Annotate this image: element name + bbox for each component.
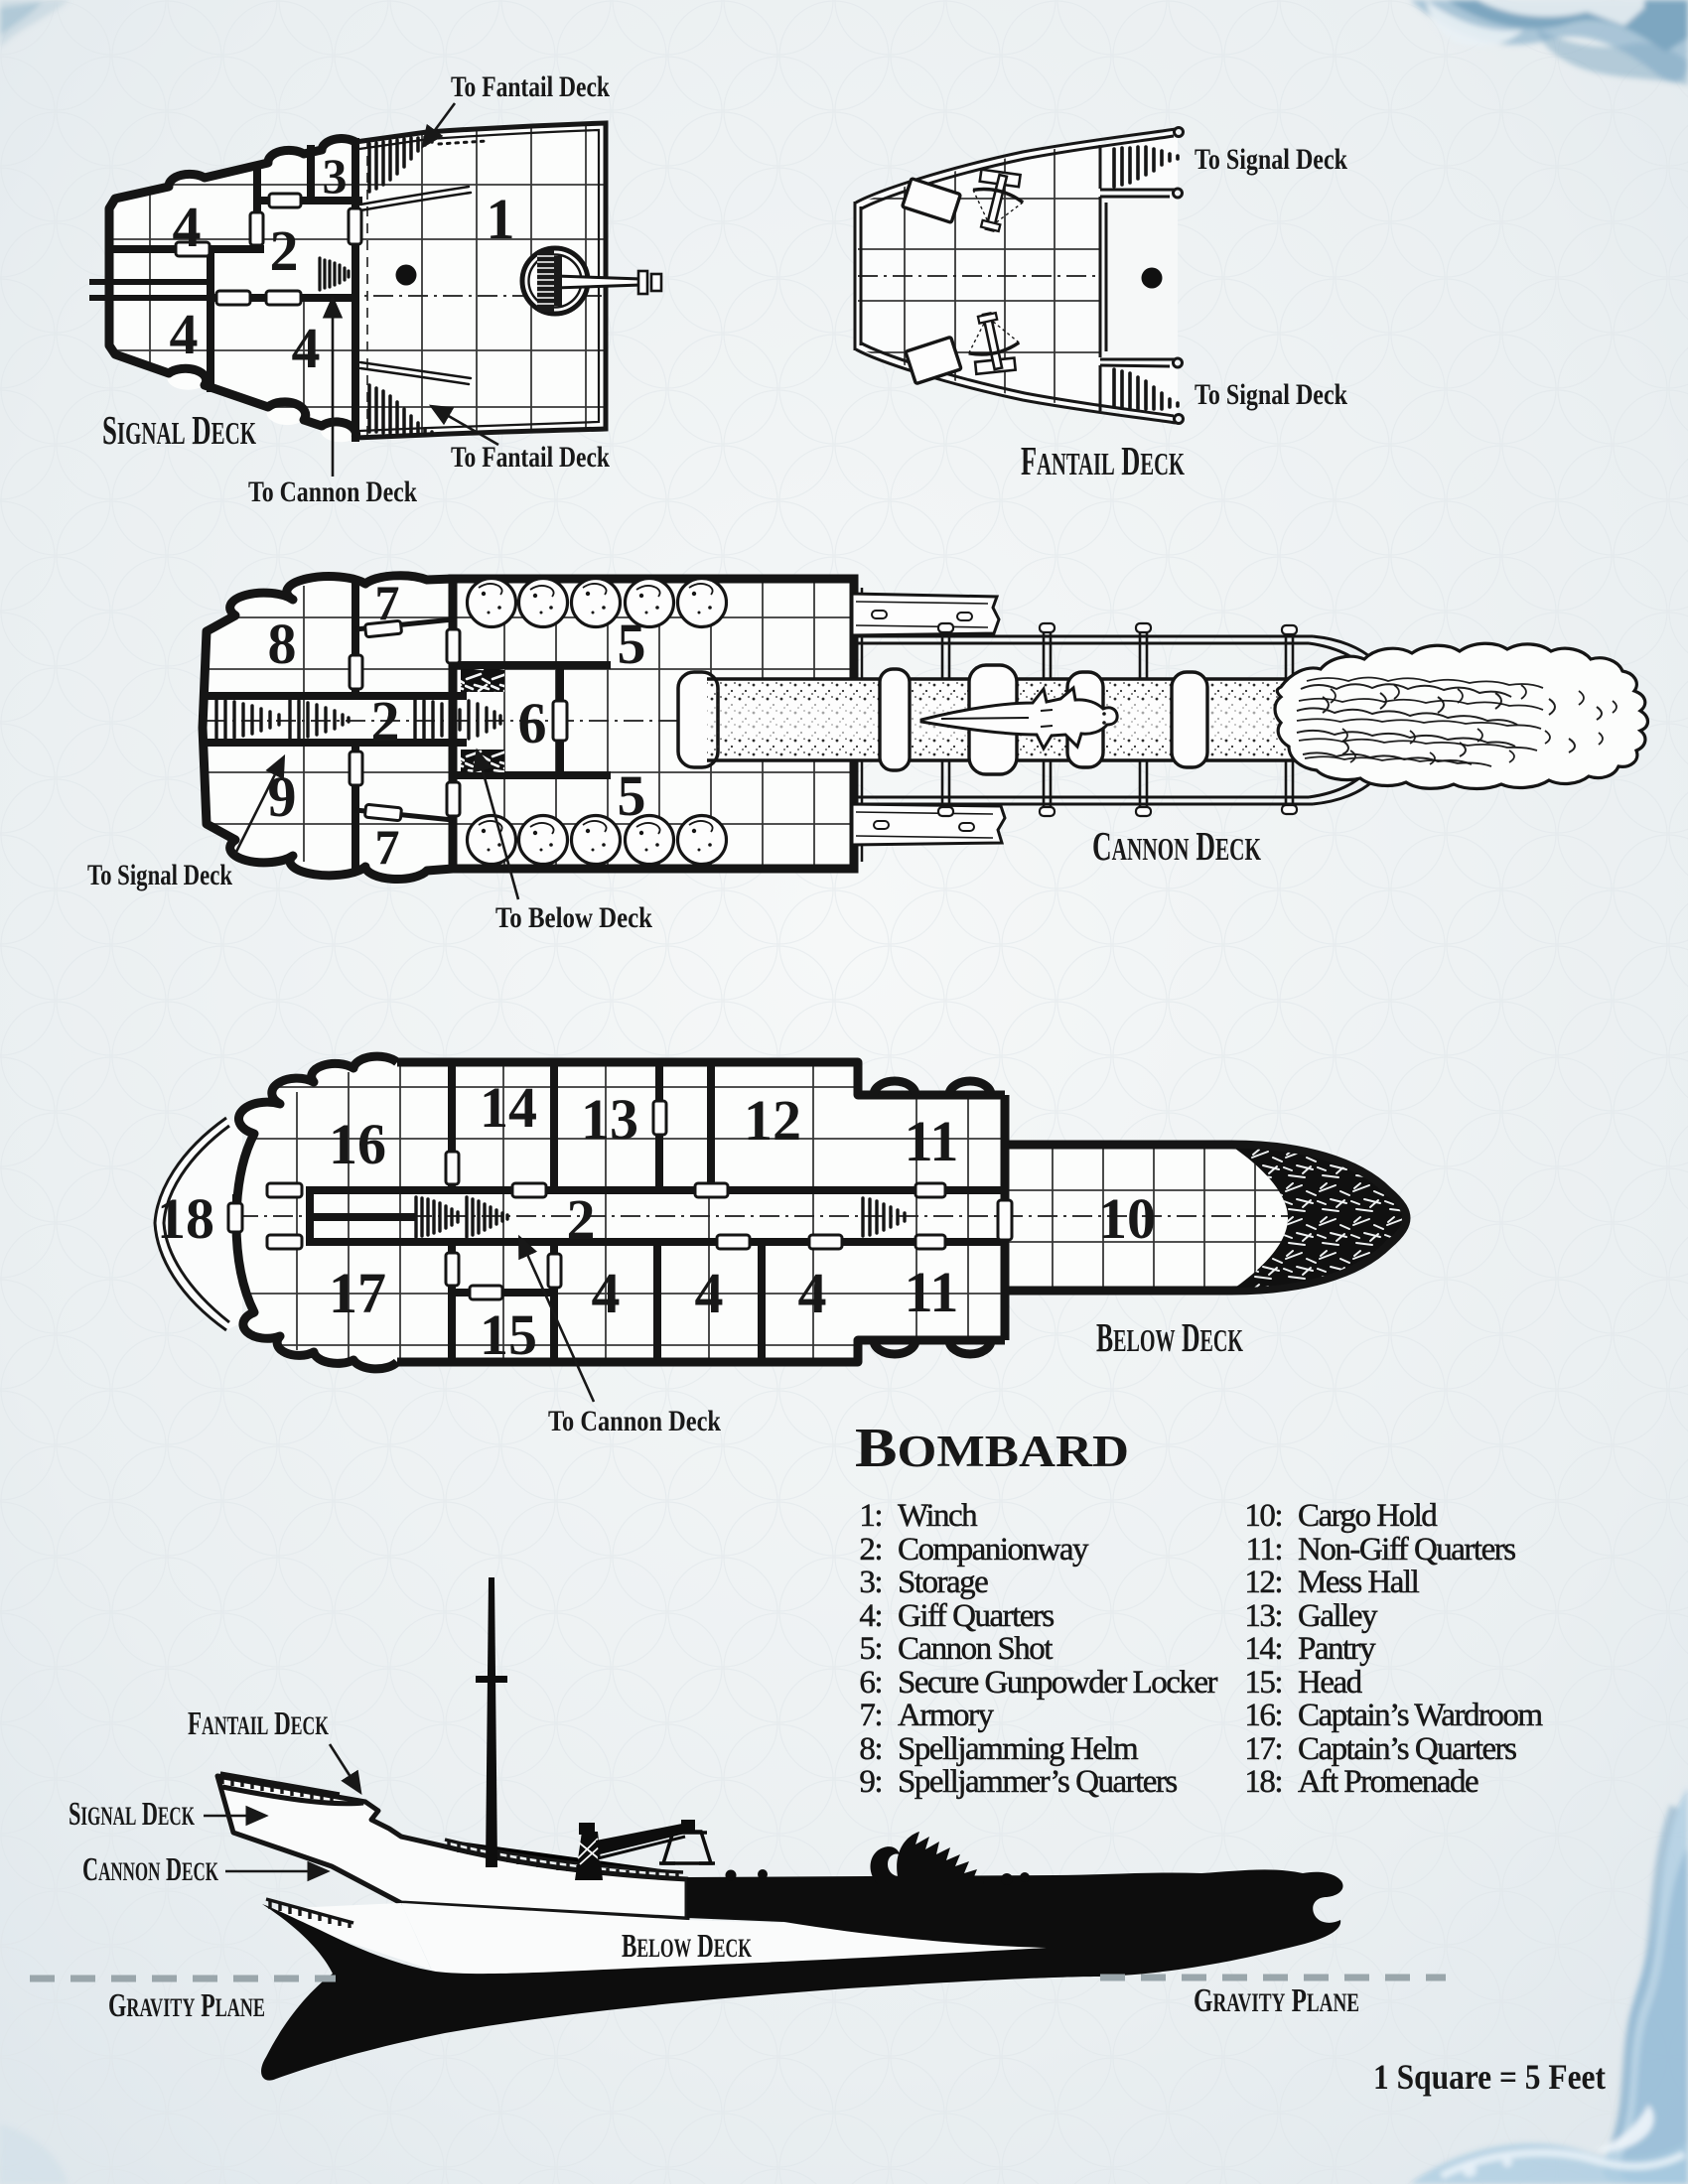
svg-text:4: 4 (173, 195, 202, 259)
svg-text:Mess Hall: Mess Hall (1298, 1565, 1420, 1600)
svg-text:7: 7 (375, 575, 400, 630)
svg-text:16: 16 (329, 1112, 386, 1176)
svg-text:16:: 16: (1244, 1698, 1282, 1733)
svg-text:SIGNAL DECK: SIGNAL DECK (102, 407, 256, 453)
svg-text:17: 17 (329, 1261, 386, 1325)
svg-text:8:: 8: (859, 1731, 882, 1767)
svg-text:4: 4 (592, 1261, 621, 1325)
svg-text:Armory: Armory (898, 1698, 994, 1733)
svg-text:Spelljammer’s Quarters: Spelljammer’s Quarters (898, 1764, 1177, 1800)
svg-text:2: 2 (371, 689, 400, 753)
svg-text:Aft Promenade: Aft Promenade (1298, 1764, 1478, 1800)
svg-text:To Signal Deck: To Signal Deck (1195, 378, 1347, 411)
svg-text:FANTAIL DECK: FANTAIL DECK (1021, 438, 1185, 483)
svg-text:Winch: Winch (898, 1498, 978, 1534)
svg-text:1 Square = 5 Feet: 1 Square = 5 Feet (1373, 2057, 1606, 2097)
svg-text:11:: 11: (1246, 1532, 1282, 1568)
svg-text:SIGNAL DECK: SIGNAL DECK (69, 1796, 196, 1833)
svg-text:To Signal Deck: To Signal Deck (1195, 143, 1347, 176)
svg-text:BELOW DECK: BELOW DECK (1096, 1314, 1243, 1360)
svg-text:2: 2 (567, 1187, 596, 1252)
svg-text:Cargo Hold: Cargo Hold (1298, 1498, 1438, 1534)
svg-text:Non-Giff Quarters: Non-Giff Quarters (1298, 1532, 1515, 1568)
svg-text:18:: 18: (1244, 1764, 1282, 1800)
svg-text:13: 13 (581, 1087, 638, 1152)
svg-text:9: 9 (268, 764, 297, 829)
svg-text:14: 14 (480, 1075, 537, 1140)
svg-text:Companionway: Companionway (898, 1532, 1089, 1568)
svg-text:CANNON DECK: CANNON DECK (82, 1851, 219, 1888)
svg-text:12: 12 (744, 1088, 801, 1153)
svg-text:GRAVITY PLANE: GRAVITY PLANE (1194, 1982, 1359, 2019)
svg-text:17:: 17: (1244, 1731, 1282, 1767)
svg-text:Galley: Galley (1298, 1598, 1378, 1634)
svg-text:Giff Quarters: Giff Quarters (898, 1598, 1054, 1634)
svg-text:14:: 14: (1244, 1631, 1282, 1667)
svg-text:To Cannon Deck: To Cannon Deck (248, 476, 417, 508)
svg-text:4: 4 (292, 316, 321, 380)
svg-text:To Fantail Deck: To Fantail Deck (451, 441, 610, 474)
svg-text:Cannon Shot: Cannon Shot (898, 1631, 1053, 1667)
svg-text:13:: 13: (1244, 1598, 1282, 1634)
svg-text:5:: 5: (859, 1631, 882, 1667)
svg-text:1:: 1: (859, 1498, 882, 1534)
svg-text:3: 3 (323, 148, 348, 204)
svg-text:6: 6 (518, 691, 547, 755)
svg-text:4: 4 (170, 302, 199, 366)
svg-text:10:: 10: (1244, 1498, 1282, 1534)
svg-text:15:: 15: (1244, 1665, 1282, 1701)
svg-text:1: 1 (487, 187, 515, 251)
svg-text:5: 5 (618, 612, 646, 676)
svg-text:To Fantail Deck: To Fantail Deck (451, 70, 610, 103)
svg-text:2: 2 (270, 218, 299, 283)
svg-text:9:: 9: (859, 1764, 882, 1800)
svg-text:CANNON DECK: CANNON DECK (1092, 823, 1261, 869)
svg-text:Storage: Storage (898, 1565, 988, 1600)
svg-text:BELOW DECK: BELOW DECK (622, 1928, 753, 1965)
svg-text:Captain’s Wardroom: Captain’s Wardroom (1298, 1698, 1543, 1733)
svg-text:12:: 12: (1244, 1565, 1282, 1600)
svg-text:10: 10 (1098, 1186, 1156, 1251)
svg-text:To Cannon Deck: To Cannon Deck (548, 1405, 721, 1437)
svg-text:11: 11 (905, 1260, 959, 1324)
svg-text:To Below Deck: To Below Deck (495, 901, 652, 934)
svg-text:Secure Gunpowder Locker: Secure Gunpowder Locker (898, 1665, 1218, 1701)
svg-text:5: 5 (618, 763, 646, 828)
svg-text:Pantry: Pantry (1298, 1631, 1376, 1667)
svg-text:GRAVITY PLANE: GRAVITY PLANE (108, 1987, 265, 2024)
svg-text:4:: 4: (859, 1598, 882, 1634)
svg-text:Captain’s Quarters: Captain’s Quarters (1298, 1731, 1516, 1767)
svg-text:18: 18 (157, 1186, 214, 1251)
svg-text:2:: 2: (859, 1532, 882, 1568)
svg-text:3:: 3: (859, 1565, 882, 1600)
svg-text:4: 4 (798, 1261, 827, 1325)
svg-text:7: 7 (375, 819, 400, 875)
svg-text:To Signal Deck: To Signal Deck (87, 859, 232, 891)
svg-text:6:: 6: (859, 1665, 882, 1701)
svg-text:15: 15 (480, 1302, 537, 1367)
svg-text:11: 11 (905, 1109, 959, 1173)
svg-text:Spelljamming Helm: Spelljamming Helm (898, 1731, 1139, 1767)
svg-text:7:: 7: (859, 1698, 882, 1733)
svg-text:8: 8 (268, 612, 297, 676)
svg-text:FANTAIL DECK: FANTAIL DECK (188, 1706, 330, 1742)
svg-text:4: 4 (695, 1261, 724, 1325)
svg-text:Head: Head (1298, 1665, 1363, 1701)
